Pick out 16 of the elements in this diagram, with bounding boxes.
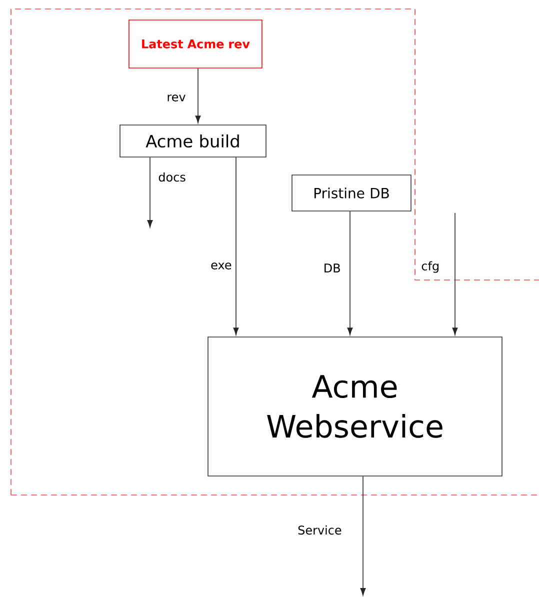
edge-label: Service — [296, 524, 343, 536]
process-box: Pristine DB — [292, 174, 412, 212]
arrow — [452, 212, 458, 336]
process-box: Acme build — [120, 124, 266, 158]
arrow — [360, 476, 366, 596]
arrow — [347, 211, 353, 336]
arrow — [195, 68, 201, 124]
edge-label: cfg — [420, 260, 441, 274]
arrow — [147, 157, 153, 228]
edge-label: docs — [157, 171, 187, 183]
process-box: Acme Webservice — [208, 336, 502, 476]
arrow — [233, 157, 239, 336]
edge-label: DB — [322, 262, 342, 274]
edge-label: rev — [166, 94, 187, 102]
edge-label: exe — [210, 262, 233, 270]
process-box: Latest Acme rev — [128, 20, 262, 68]
